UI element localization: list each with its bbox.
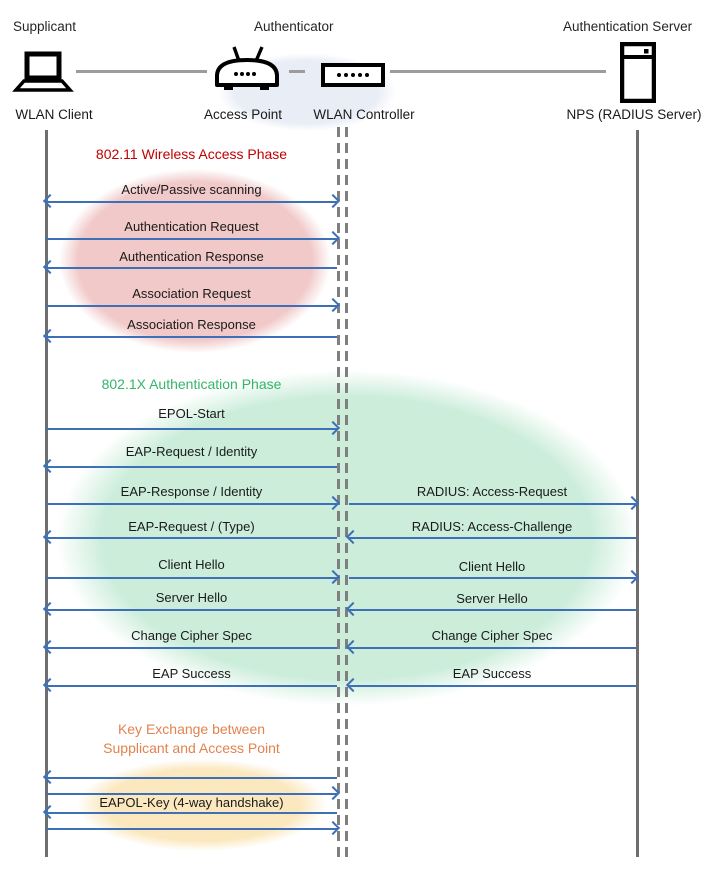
msg-association-request-arrow — [46, 298, 341, 313]
msg-client-hello-right-label: Client Hello — [458, 559, 526, 574]
key-exchange-ellipse — [77, 759, 327, 851]
msg-eap-response-identity-label: EAP-Response / Identity — [120, 484, 263, 499]
msg-active-passive-scanning-label: Active/Passive scanning — [121, 182, 262, 197]
msg-association-request-label: Association Request — [132, 286, 251, 301]
lifeline-authenticator-left — [337, 127, 340, 858]
msg-epol-start-arrow — [46, 421, 341, 436]
msg-eap-request-type-arrow — [42, 530, 337, 545]
lifeline-authenticator-right — [345, 127, 348, 858]
msg-association-response-arrow — [42, 329, 337, 344]
msg-radius-access-challenge-label: RADIUS: Access-Challenge — [411, 519, 573, 534]
msg-eap-request-type-label: EAP-Request / (Type) — [128, 519, 255, 534]
msg-eap-success-right-label: EAP Success — [452, 666, 532, 681]
msg-authentication-response-arrow — [42, 260, 337, 275]
msg-server-hello-left-arrow — [42, 602, 337, 617]
connector-client-ap — [76, 70, 207, 73]
msg-authentication-request-arrow — [46, 231, 341, 246]
msg-active-passive-scanning-arrow — [42, 194, 341, 209]
wlan-controller-icon — [321, 63, 385, 87]
role-authenticator: Authenticator — [254, 19, 334, 34]
msg-eap-success-right-arrow — [345, 678, 636, 693]
msg-eapol-key-label: EAPOL-Key (4-way handshake) — [99, 795, 284, 810]
msg-change-cipher-spec-right-arrow — [345, 640, 636, 655]
connector-ap-controller — [289, 70, 305, 73]
phase-title-key-exchange-line1: Key Exchange between — [117, 721, 266, 737]
msg-association-response-label: Association Response — [127, 317, 256, 332]
label-access-point: Access Point — [203, 107, 283, 122]
msg-eapol-key-arrow-3 — [42, 805, 337, 820]
msg-eapol-key-arrow-1 — [42, 770, 337, 785]
msg-eapol-key-arrow-4 — [46, 821, 341, 836]
msg-client-hello-left-arrow — [46, 570, 341, 585]
msg-change-cipher-spec-right-label: Change Cipher Spec — [431, 628, 553, 643]
phase-title-authentication: 802.1X Authentication Phase — [101, 376, 282, 392]
server-icon — [620, 42, 656, 103]
msg-eap-success-left-label: EAP Success — [152, 666, 231, 681]
role-supplicant: Supplicant — [13, 19, 77, 34]
label-wlan-controller: WLAN Controller — [313, 107, 415, 122]
msg-server-hello-right-arrow — [345, 602, 636, 617]
access-point-icon — [213, 45, 281, 93]
msg-radius-access-request-arrow — [349, 496, 640, 511]
msg-radius-access-challenge-arrow — [345, 530, 636, 545]
msg-authentication-response-label: Authentication Response — [119, 249, 264, 264]
msg-radius-access-request-label: RADIUS: Access-Request — [416, 484, 568, 499]
msg-client-hello-right-arrow — [349, 570, 640, 585]
wireless-access-phase-ellipse — [59, 169, 331, 353]
phase-title-key-exchange-line2: Supplicant and Access Point — [103, 740, 280, 756]
lifeline-wlan-client — [45, 130, 48, 857]
msg-server-hello-right-label: Server Hello — [456, 591, 528, 606]
msg-change-cipher-spec-left-arrow — [42, 640, 337, 655]
phase-title-wireless-access: 802.11 Wireless Access Phase — [95, 146, 288, 162]
msg-eapol-key-arrow-2 — [46, 786, 341, 801]
msg-client-hello-left-label: Client Hello — [158, 557, 225, 572]
label-wlan-client: WLAN Client — [15, 107, 93, 122]
role-authentication-server: Authentication Server — [563, 19, 693, 34]
connector-controller-server — [390, 70, 606, 73]
msg-authentication-request-label: Authentication Request — [124, 219, 259, 234]
msg-server-hello-left-label: Server Hello — [155, 590, 228, 605]
laptop-icon — [12, 51, 74, 93]
msg-eap-request-identity-arrow — [42, 459, 337, 474]
msg-epol-start-label: EPOL-Start — [158, 406, 225, 421]
msg-eap-request-identity-label: EAP-Request / Identity — [125, 444, 258, 459]
msg-eap-response-identity-arrow — [46, 496, 341, 511]
msg-eap-success-left-arrow — [42, 678, 337, 693]
msg-change-cipher-spec-left-label: Change Cipher Spec — [131, 628, 252, 643]
lifeline-radius-server — [636, 130, 639, 857]
label-nps-radius-server: NPS (RADIUS Server) — [566, 107, 702, 122]
